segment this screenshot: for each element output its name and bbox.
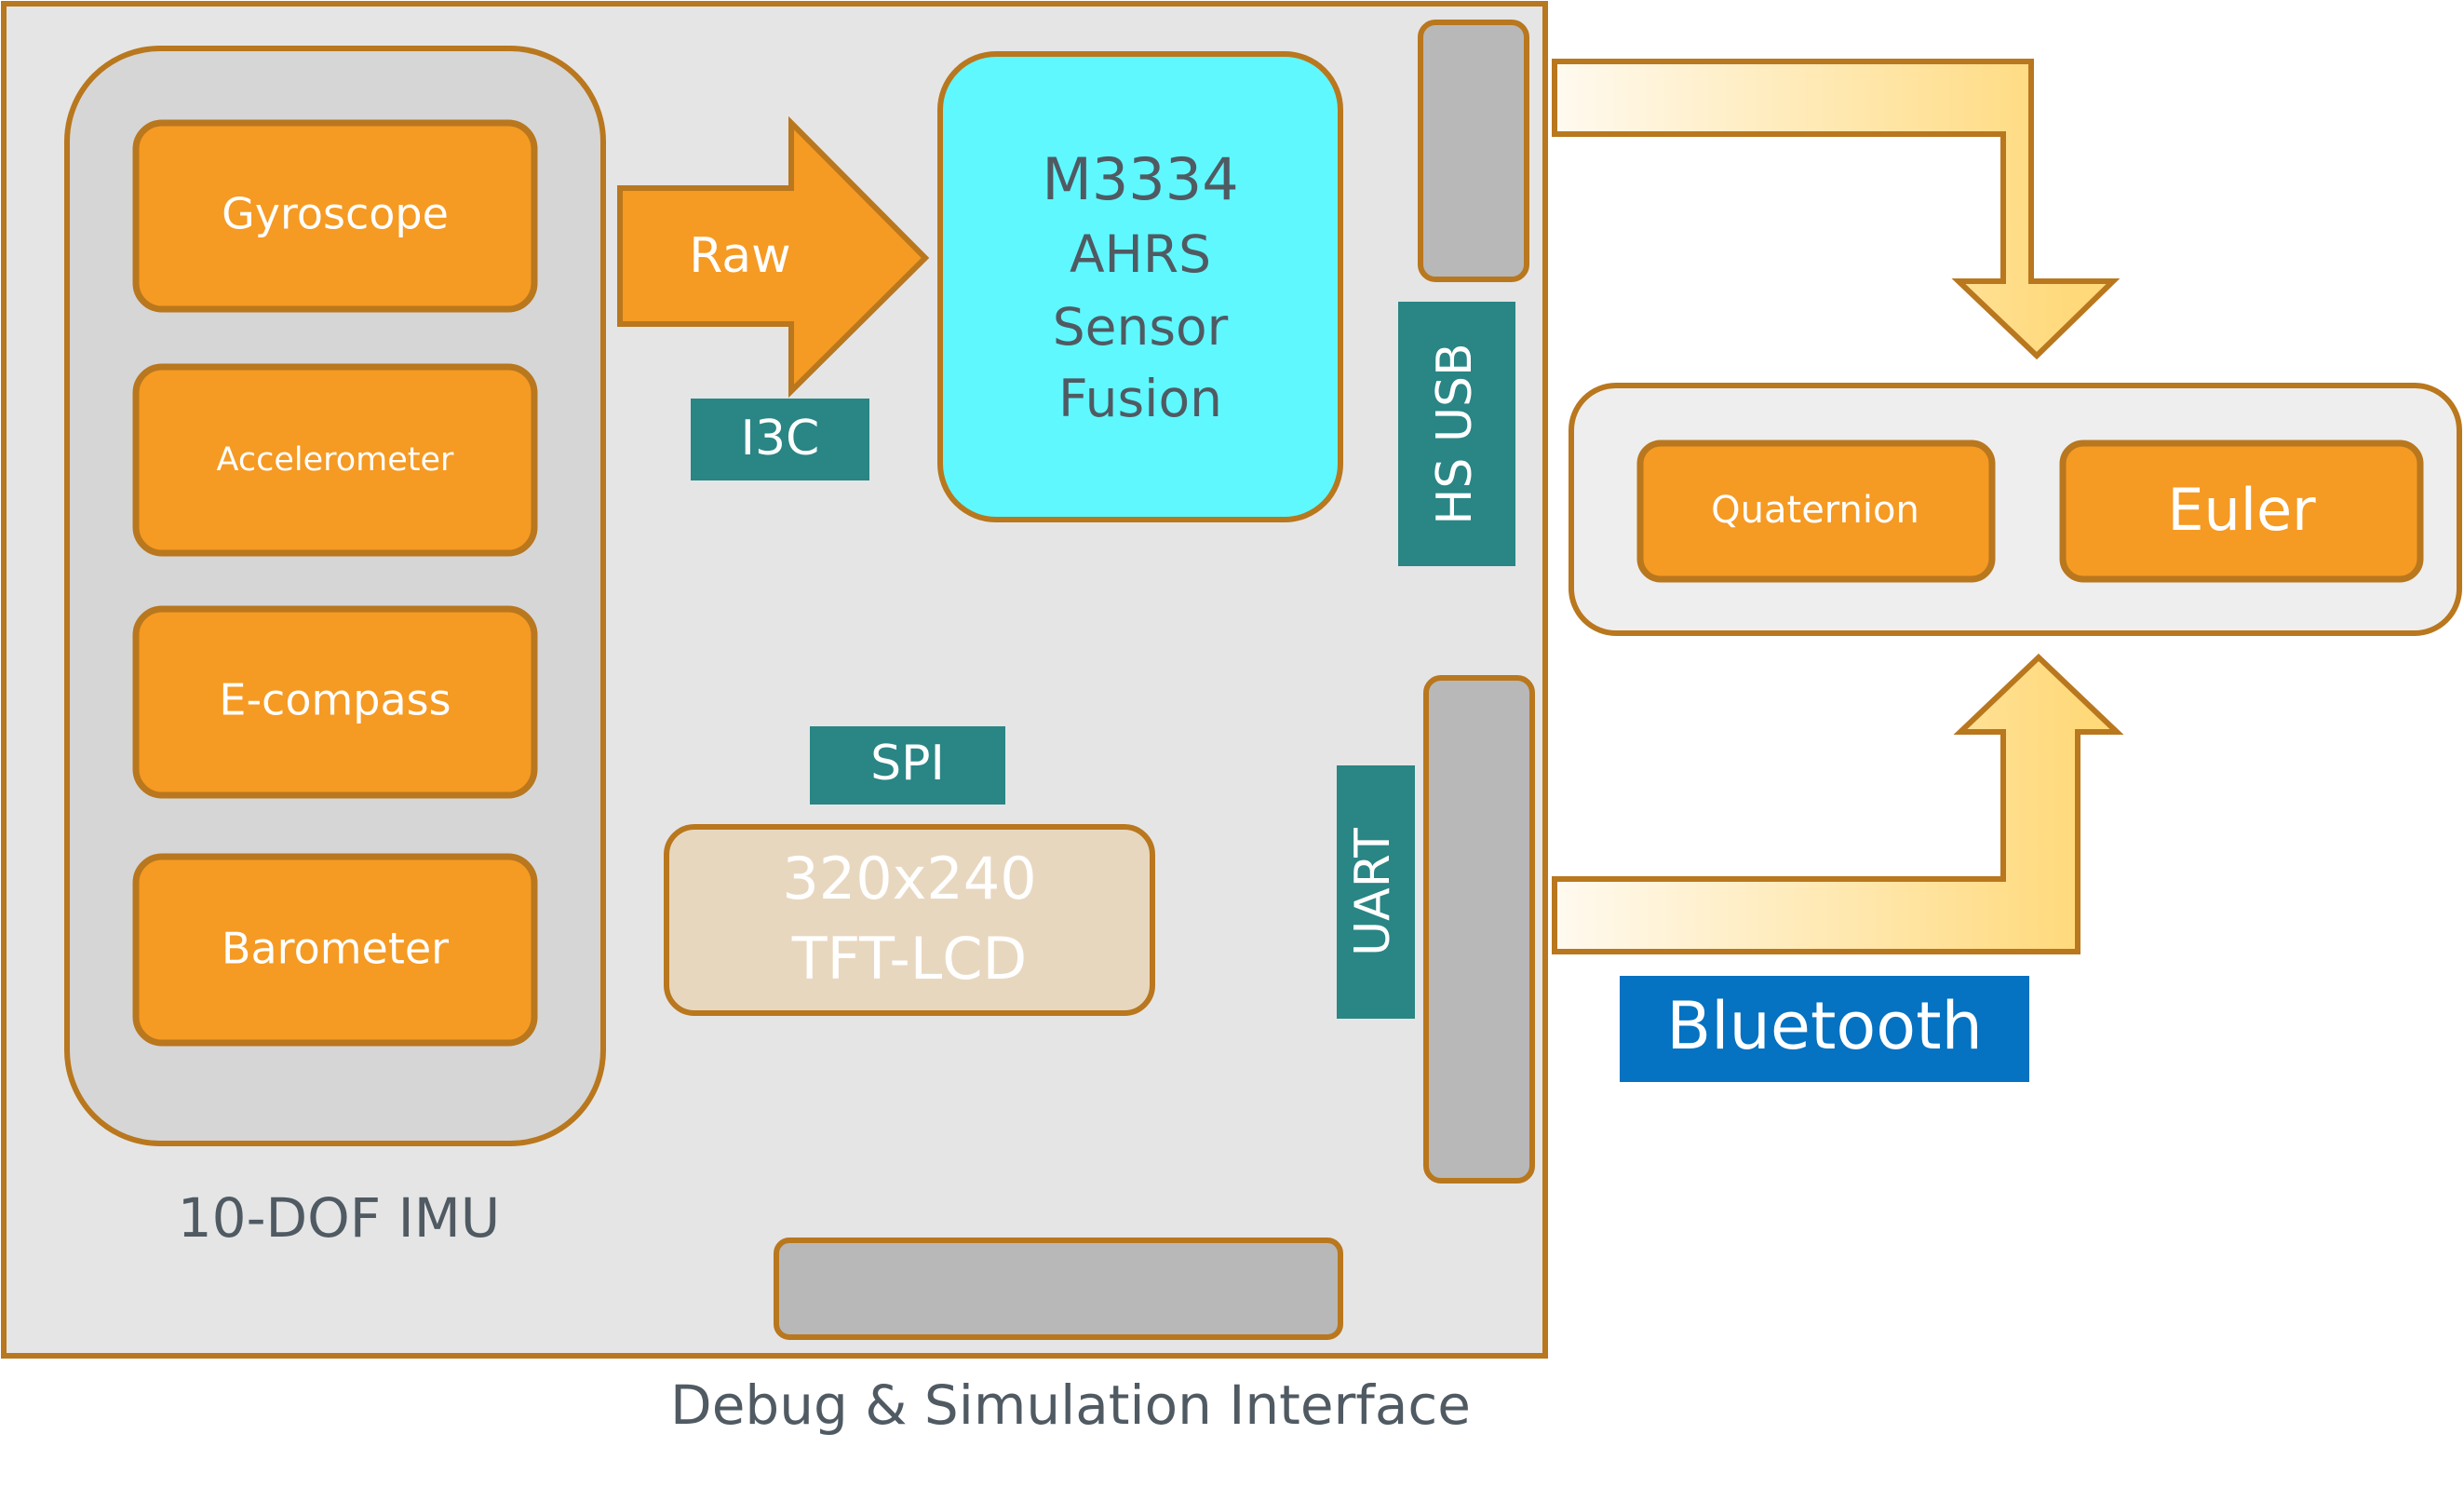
lcd-line-1: 320x240 [782, 845, 1036, 913]
i3c-badge [691, 399, 869, 480]
lcd-block [664, 824, 1155, 1016]
board-caption: Debug & Simulation Interface [670, 1373, 1471, 1437]
uart-badge [1337, 765, 1415, 1019]
i3c-label: I3C [741, 411, 820, 467]
bluetooth-label: Bluetooth [1666, 988, 1983, 1064]
gyroscope-block [132, 119, 538, 313]
uart-label: UART [1345, 828, 1401, 956]
barometer-block [132, 853, 538, 1047]
usb-output-arrow [1552, 59, 2121, 360]
bluetooth-badge [1620, 976, 2029, 1082]
gyroscope-label: Gyroscope [222, 189, 449, 239]
quaternion-label: Quaternion [1711, 489, 1919, 532]
usb-connector [1418, 20, 1529, 282]
raw-label: Raw [689, 228, 790, 284]
processor-line-1: M3334 [1042, 145, 1238, 213]
lcd-line-2: TFT-LCD [791, 925, 1028, 993]
spi-label: SPI [870, 736, 945, 791]
barometer-label: Barometer [222, 924, 449, 974]
euler-block [2059, 440, 2424, 583]
raw-arrow [617, 115, 930, 399]
processor-line-2: AHRS [1070, 224, 1211, 284]
hs-usb-badge [1398, 302, 1515, 566]
euler-label: Euler [2167, 476, 2316, 544]
processor-block [937, 51, 1343, 522]
accelerometer-block [132, 363, 538, 557]
e-compass-block [132, 605, 538, 799]
quaternion-block [1636, 440, 1996, 583]
hs-usb-label: HS USB [1427, 343, 1483, 524]
processor-line-3: Sensor [1053, 297, 1229, 357]
accelerometer-label: Accelerometer [217, 441, 455, 479]
spi-badge [810, 726, 1005, 805]
processor-line-4: Fusion [1058, 369, 1222, 428]
e-compass-label: E-compass [219, 675, 451, 725]
debug-connector [774, 1238, 1343, 1340]
imu-title: 10-DOF IMU [178, 1186, 500, 1250]
uart-connector [1423, 675, 1535, 1184]
bluetooth-output-arrow [1552, 653, 2124, 954]
